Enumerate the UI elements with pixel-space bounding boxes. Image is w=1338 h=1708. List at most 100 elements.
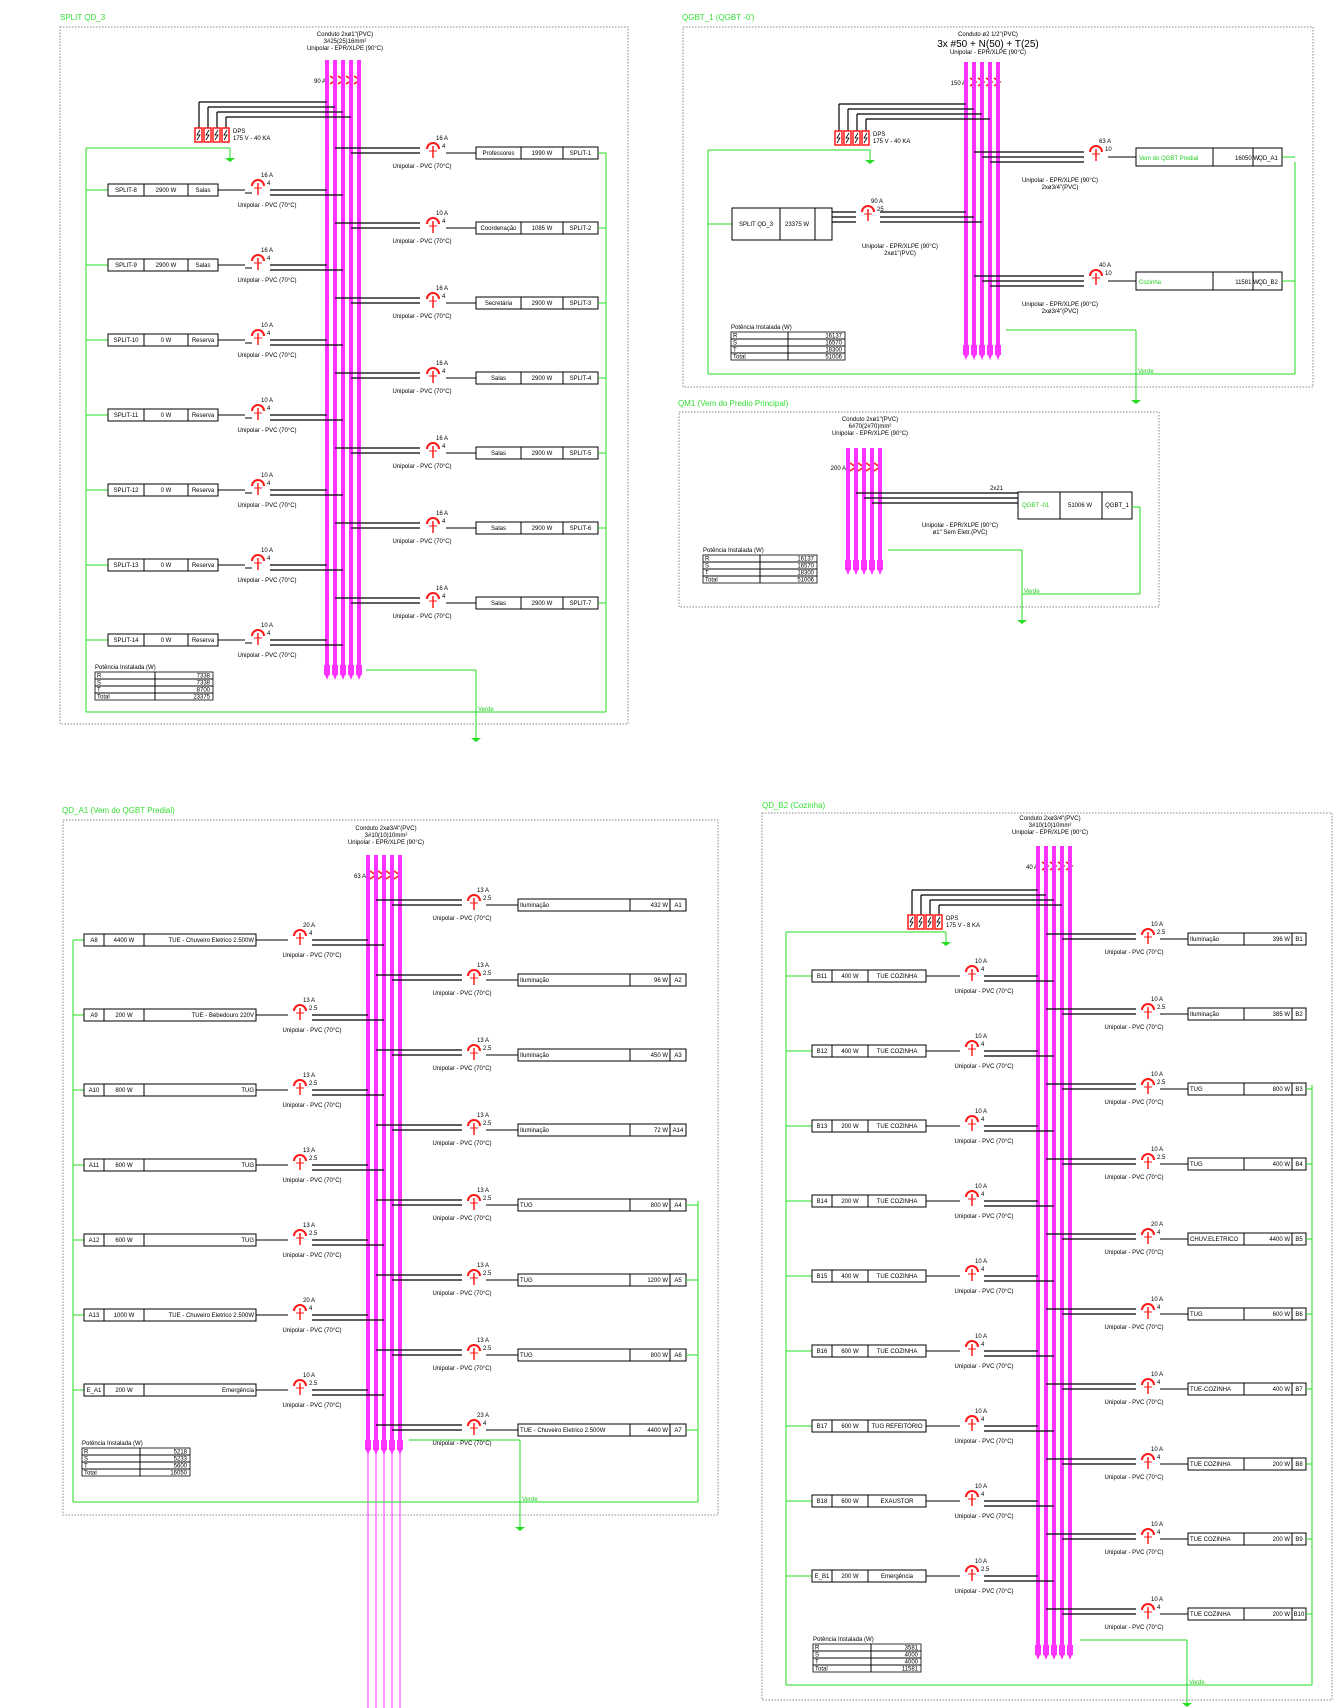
breaker-icon: [965, 1115, 979, 1123]
circuit-cell-text: 2900 W: [156, 263, 177, 269]
potencia-phase: Total: [97, 695, 110, 701]
dps-icon: [834, 130, 843, 146]
breaker-icon: [293, 1229, 307, 1237]
cable-type: Unipolar - PVC (70°C): [392, 239, 451, 245]
dps-icon: [194, 127, 203, 143]
panel-title: QM1 (Vem do Predio Principal): [678, 399, 789, 408]
breaker-icon: [251, 479, 265, 487]
bus-terminal: [1067, 1645, 1073, 1655]
potencia-value: 51006: [797, 578, 814, 584]
cable-type: Unipolar - PVC (70°C): [954, 989, 1013, 995]
potencia-value: 16050: [170, 1471, 187, 1477]
dps-icon: [918, 916, 923, 928]
circuit-cell-text: A5: [674, 1278, 682, 1284]
earth-arrow-icon: [941, 942, 951, 946]
potencia-phase: T: [84, 1464, 88, 1470]
cable-section: 4: [1157, 1455, 1161, 1461]
circuit-cell-text: 200 W: [841, 1124, 859, 1130]
potencia-phase: S: [84, 1457, 88, 1463]
circuit-cell-text: 4400 W: [647, 1428, 668, 1434]
cable-type: Unipolar - PVC (70°C): [432, 1216, 491, 1222]
circuit-cell-text: B14: [817, 1199, 828, 1205]
breaker-icon: [1141, 1378, 1155, 1386]
circuit-cell-text: B12: [817, 1049, 828, 1055]
circuit-cell-text: TUG: [241, 1238, 254, 1244]
circuit-cell-text: 96 W: [654, 978, 668, 984]
circuit-cell-text: A14: [673, 1128, 684, 1134]
breaker-rating: 10 A: [1151, 922, 1163, 928]
potencia-cell: [81, 1447, 141, 1456]
circuit-cell-text: SPLIT-3: [570, 301, 592, 307]
breaker-icon: [426, 367, 440, 375]
breaker-rating: 10 A: [1151, 1522, 1163, 1528]
potencia-value: 3581: [905, 1646, 919, 1652]
earth-label: Verde: [478, 707, 494, 713]
bus-terminal-arrow: [862, 570, 866, 575]
cable-section: 10: [1105, 147, 1112, 153]
bus-terminal: [861, 560, 867, 570]
breaker-rating: 10 A: [1151, 1072, 1163, 1078]
circuit-cell-text: E_A1: [87, 1388, 102, 1394]
breaker-rating: 10 A: [436, 211, 448, 217]
panel-frame: [62, 819, 719, 1516]
circuit-cell-text: TUG REFEITÓRIO: [872, 1423, 923, 1430]
cable-section: 2.5: [1157, 1080, 1166, 1086]
circuit-cell-text: A1: [674, 903, 682, 909]
circuit-cell-text: B4: [1295, 1162, 1303, 1168]
circuit-cell-text: Iluminação: [520, 978, 550, 984]
potencia-value: 18300: [825, 348, 842, 354]
dps-icon: [196, 129, 201, 141]
breaker-rating: 23 A: [477, 1413, 489, 1419]
circuit-cell: [669, 1048, 687, 1062]
feeder-power: 51006 W: [1068, 503, 1092, 509]
cable-type: Unipolar - PVC (70°C): [954, 1439, 1013, 1445]
circuit-cell-text: SPLIT-4: [570, 376, 592, 382]
breaker-icon: [251, 554, 265, 562]
cable-type: Unipolar - PVC (70°C): [954, 1214, 1013, 1220]
cable-type: Unipolar - PVC (70°C): [954, 1364, 1013, 1370]
feeder-id: SPLIT QD_3: [739, 222, 774, 228]
bus-terminal: [397, 1440, 403, 1450]
potencia-cell: [730, 331, 789, 340]
breaker-icon: [467, 1269, 481, 1277]
circuit-cell-text: Reserva: [192, 638, 215, 644]
bus-terminal-arrow: [1060, 1655, 1064, 1660]
breaker-icon: [1141, 1228, 1155, 1236]
breaker-rating: 20 A: [303, 923, 315, 929]
breaker-icon: [1141, 1078, 1155, 1086]
circuit-cell-text: 800 W: [1273, 1087, 1291, 1093]
cable-section: 4: [267, 331, 271, 337]
conduit-spec: Unipolar - EPR/XLPE (90°C): [832, 431, 908, 437]
dps-icon: [836, 132, 841, 144]
breaker-icon: [965, 1565, 979, 1573]
circuit-cell-text: SPLIT-14: [113, 638, 139, 644]
potencia-phase: T: [705, 571, 709, 577]
potencia-cell: [702, 554, 761, 563]
bus-terminal: [365, 1440, 371, 1450]
circuit-cell-text: 400 W: [841, 1049, 859, 1055]
cable-type: Unipolar - PVC (70°C): [237, 278, 296, 284]
circuit-cell-text: 432 W: [651, 903, 669, 909]
bus-terminal: [389, 1440, 395, 1450]
bus-terminal-arrow: [374, 1450, 378, 1455]
cable-section: 4: [267, 631, 271, 637]
cable-section: 2.5: [981, 1567, 990, 1573]
cable-type: Unipolar - PVC (70°C): [432, 991, 491, 997]
breaker-icon: [861, 205, 875, 213]
circuit-cell-text: 396 W: [1273, 937, 1291, 943]
cable-section: 2.5: [309, 1081, 318, 1087]
breaker-icon: [965, 1040, 979, 1048]
cable-section: 4: [309, 931, 313, 937]
panel-content: Conduto 2xø1"(PVC)6#70(2#70)mm²Unipolar …: [702, 417, 1141, 624]
bus-terminal: [1043, 1645, 1049, 1655]
breaker-icon: [965, 965, 979, 973]
breaker-rating: 10 A: [303, 1373, 315, 1379]
breaker-icon: [293, 1304, 307, 1312]
potencia-cell: [94, 671, 156, 680]
cable-type: Unipolar - PVC (70°C): [1104, 1325, 1163, 1331]
panel-content: Conduto 2xø1"(PVC)3#25(25)16mm²Unipolar …: [85, 32, 607, 742]
bus-terminal: [1035, 1645, 1041, 1655]
cable-type: Unipolar - PVC (70°C): [282, 1178, 341, 1184]
circuit-cell-text: Salas: [491, 526, 506, 532]
circuit-cell-text: 0 W: [161, 338, 172, 344]
